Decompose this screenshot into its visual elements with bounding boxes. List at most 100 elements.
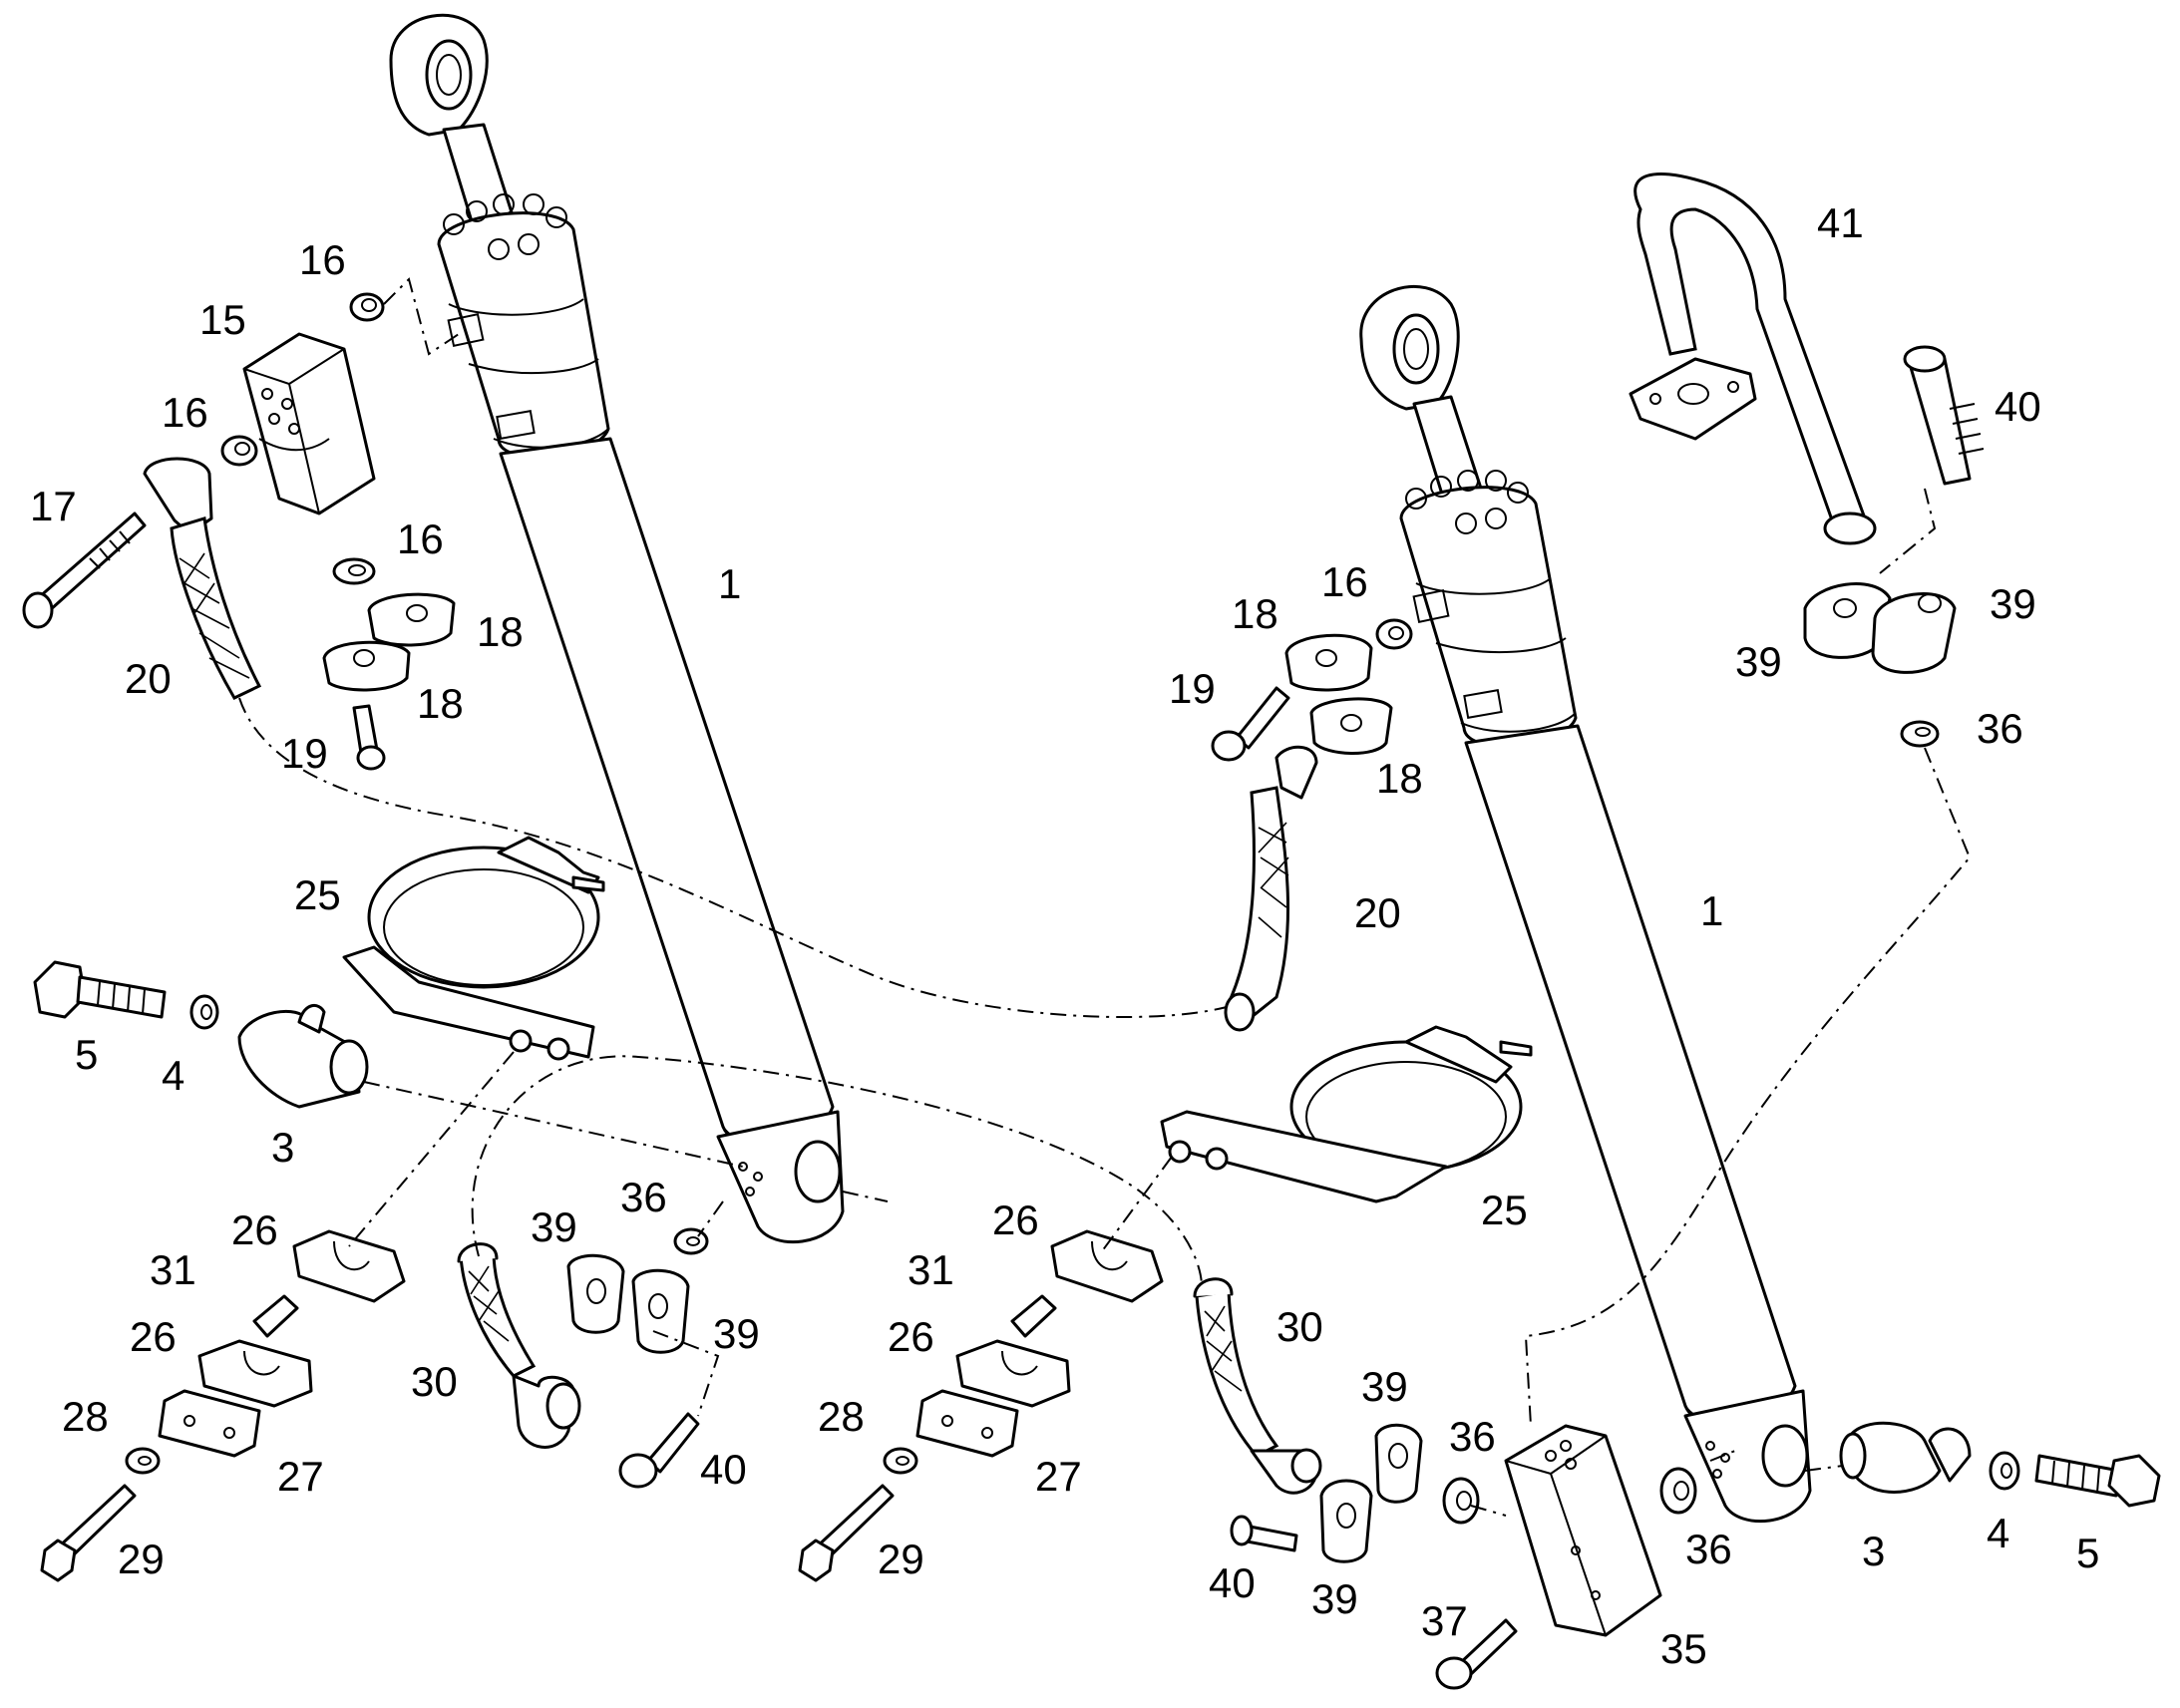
callout-18-c: 18 — [1232, 590, 1278, 637]
bolt-29 — [40, 1484, 137, 1582]
callout-36-c: 36 — [1449, 1413, 1496, 1460]
callout-20-a: 20 — [125, 655, 172, 702]
hydraulic-hose-20-right — [1224, 745, 1318, 1032]
callout-16-a: 16 — [299, 236, 346, 283]
hydraulic-hose-20 — [143, 457, 262, 700]
cover-plate-27b — [915, 1389, 1019, 1458]
seal-washer-16 — [220, 292, 385, 585]
callout-41: 41 — [1817, 199, 1864, 246]
flange-clamp-39-lower-right — [1319, 1423, 1423, 1563]
screw-40-right — [1903, 345, 1985, 486]
screw-40-lower — [1230, 1515, 1298, 1552]
callout-18-d: 18 — [1376, 755, 1423, 802]
screw-40 — [618, 1412, 700, 1489]
callout-29-a: 29 — [118, 1536, 165, 1582]
callout-26-c: 26 — [992, 1196, 1039, 1243]
hydraulic-hose-30 — [457, 1242, 581, 1449]
valve-block-15 — [242, 332, 376, 515]
dowel-pin-31b — [1010, 1294, 1057, 1338]
cover-plate-27 — [158, 1389, 261, 1458]
callout-39-e: 39 — [1361, 1363, 1408, 1410]
callout-3-right: 3 — [1862, 1528, 1885, 1574]
callout-15: 15 — [199, 296, 246, 343]
callout-25-b: 25 — [1481, 1187, 1528, 1233]
seal-washer-16-right — [1375, 618, 1413, 650]
callout-40-a: 40 — [700, 1446, 747, 1493]
hydraulic-hose-30b — [1193, 1277, 1322, 1495]
callout-31-a: 31 — [150, 1246, 196, 1293]
callout-18-b: 18 — [417, 680, 464, 727]
callout-30-b: 30 — [1276, 1303, 1323, 1350]
callout-26-d: 26 — [888, 1313, 934, 1360]
flange-clamp-39 — [566, 1253, 690, 1354]
callout-5-right: 5 — [2076, 1530, 2099, 1576]
part-callout-labels: 1 1 3 3 4 4 5 5 15 16 16 16 16 17 18 18 … — [30, 199, 2099, 1672]
seal-washer-36-right — [1900, 720, 1940, 748]
callout-39-f: 39 — [1311, 1575, 1358, 1622]
seal-washer-36-lower — [1442, 1467, 1697, 1525]
callout-17: 17 — [30, 483, 77, 529]
callout-16-c: 16 — [397, 515, 444, 562]
valve-block-35 — [1504, 1424, 1662, 1637]
assembly-leader-lines — [238, 277, 1972, 1517]
flange-clamp-18-right — [1284, 633, 1393, 755]
callout-26-a: 26 — [231, 1206, 278, 1253]
washer-4-right — [1989, 1451, 2020, 1491]
callout-19-b: 19 — [1169, 665, 1216, 712]
callout-4-right: 4 — [1987, 1510, 2009, 1556]
callout-27-b: 27 — [1035, 1453, 1082, 1500]
callout-16-b: 16 — [162, 389, 208, 436]
callout-26-b: 26 — [130, 1313, 177, 1360]
pivot-pin-3 — [237, 1003, 369, 1109]
callout-30-a: 30 — [411, 1358, 458, 1405]
callout-39-c: 39 — [1990, 580, 2036, 627]
callout-19-a: 19 — [281, 730, 328, 777]
callout-39-b: 39 — [713, 1310, 760, 1357]
callout-36-a: 36 — [620, 1174, 667, 1220]
callout-1-right: 1 — [1700, 887, 1723, 934]
pipe-clamp-bracket-25-right — [1160, 1025, 1533, 1203]
callout-39-a: 39 — [531, 1203, 577, 1250]
callout-31-b: 31 — [908, 1246, 954, 1293]
clamp-half-26 — [197, 1229, 406, 1408]
pivot-pin-3-right — [1839, 1421, 1972, 1494]
clamp-half-26b — [955, 1229, 1164, 1408]
flange-clamp-18 — [322, 592, 456, 692]
hex-bolt-5 — [33, 960, 167, 1019]
washer-28 — [125, 1447, 161, 1475]
callout-28-b: 28 — [818, 1393, 865, 1440]
seal-washer-36 — [673, 1227, 709, 1255]
hex-bolt-5-right — [2034, 1454, 2161, 1508]
callout-27-a: 27 — [277, 1453, 324, 1500]
screw-37 — [1435, 1618, 1518, 1690]
washer-4 — [189, 994, 219, 1030]
callout-40-c: 40 — [1209, 1559, 1256, 1606]
callout-39-d: 39 — [1735, 638, 1782, 685]
hydraulic-cylinder-left — [389, 13, 845, 1244]
callout-5-left: 5 — [75, 1031, 98, 1078]
screw-19 — [352, 704, 386, 771]
callout-36-b: 36 — [1977, 705, 2023, 752]
callout-16-d: 16 — [1321, 558, 1368, 605]
callout-1-left: 1 — [718, 560, 741, 607]
callout-40-b: 40 — [1995, 383, 2041, 430]
callout-37: 37 — [1421, 1597, 1468, 1644]
bolt-17 — [22, 512, 147, 629]
callout-35: 35 — [1660, 1625, 1707, 1672]
callout-25-a: 25 — [294, 871, 341, 918]
washer-28b — [883, 1447, 918, 1475]
dowel-pin-31 — [252, 1294, 299, 1338]
callout-4-left: 4 — [162, 1052, 184, 1099]
bolt-29b — [798, 1484, 895, 1582]
callout-36-d: 36 — [1685, 1526, 1732, 1572]
u-pipe-41 — [1629, 171, 1877, 545]
hydraulic-cylinder-right — [1359, 285, 1812, 1524]
screw-19-right — [1211, 686, 1290, 762]
callout-18-a: 18 — [477, 608, 524, 655]
pipe-clamp-bracket-25 — [342, 836, 605, 1061]
callout-20-b: 20 — [1354, 889, 1401, 936]
callout-28-a: 28 — [62, 1393, 109, 1440]
callout-3-left: 3 — [271, 1124, 294, 1171]
flange-clamp-39-right — [1803, 582, 1957, 674]
